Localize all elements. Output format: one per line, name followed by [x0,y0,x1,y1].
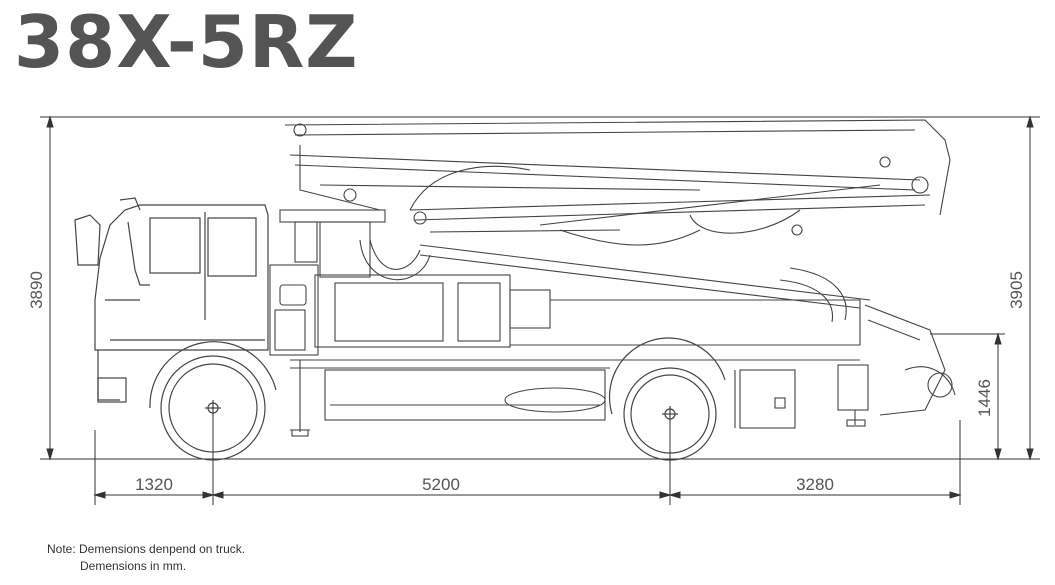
dim-outrigger-height: 1446 [975,379,994,417]
rear-outrigger [291,304,956,437]
note-line-2: Demensions in mm. [80,559,187,573]
turret [279,209,871,323]
note: Note: Demensions denpend on truck. Demen… [47,541,245,575]
boom [284,119,951,246]
note-line-1: Note: Demensions denpend on truck. [47,542,246,556]
dim-boom-height: 3905 [1007,271,1026,309]
truck-cab [74,197,269,403]
front-wheel [149,341,277,461]
rear-wheel [608,337,726,461]
dim-front-overhang: 1320 [135,475,173,494]
dim-wheelbase: 5200 [422,475,460,494]
chassis [269,264,869,431]
model-title: 38X-5RZ [14,0,359,84]
dim-rear-overhang: 3280 [796,475,834,494]
dim-overall-height: 3890 [27,271,46,309]
